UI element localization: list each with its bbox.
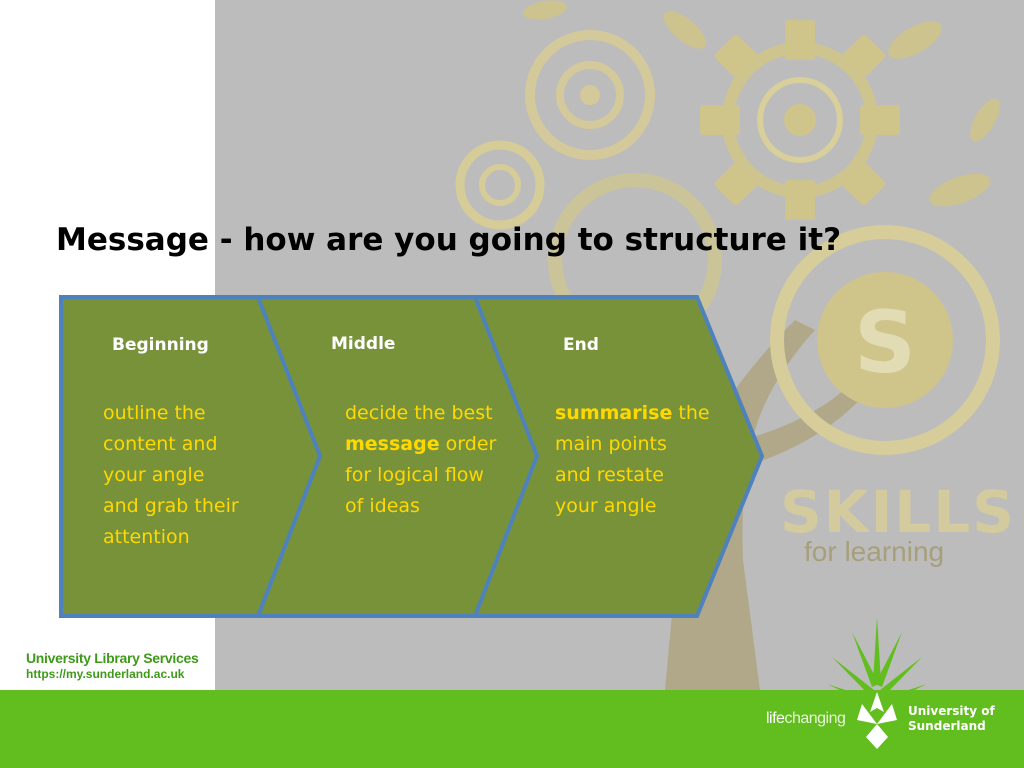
body-line: main points <box>555 433 667 455</box>
stage-heading-beginning: Beginning <box>112 335 209 355</box>
emphasis-word: summarise <box>555 402 673 424</box>
slide-title: Message - how are you going to structure… <box>56 222 842 258</box>
body-line: your angle <box>103 464 205 486</box>
body-line: decide the best <box>345 402 493 424</box>
university-name: University of Sunderland <box>908 704 995 734</box>
body-line: summarise the <box>555 398 710 429</box>
tagline-changing: changing <box>784 710 846 727</box>
body-line: outline the <box>103 402 206 424</box>
skills-heading: SKILLS <box>780 478 1016 546</box>
body-line: and grab their <box>103 495 239 517</box>
s-badge-letter: S <box>854 293 916 393</box>
body-line: and restate <box>555 464 664 486</box>
body-line: for logical flow <box>345 464 484 486</box>
university-logo-icon <box>827 617 927 749</box>
emphasis-word: message <box>345 433 440 455</box>
tagline-life: life <box>766 710 785 727</box>
lifechanging-tagline: lifechanging <box>766 710 846 728</box>
university-name-line: University of <box>908 704 995 718</box>
stage-body-beginning: outline the content and your angle and g… <box>103 398 239 553</box>
body-line: attention <box>103 526 190 548</box>
footer-bar <box>0 690 1024 768</box>
body-line-rest: the <box>678 402 710 424</box>
library-url[interactable]: https://my.sunderland.ac.uk <box>26 667 185 681</box>
stage-heading-end: End <box>563 335 599 355</box>
skills-subtitle: for learning <box>804 536 945 567</box>
library-name: University Library Services <box>26 650 199 666</box>
chevron-beginning <box>59 295 323 618</box>
body-line: message order <box>345 429 496 460</box>
body-line-rest: order <box>445 433 497 455</box>
stage-body-end: summarise the main points and restate yo… <box>555 398 710 522</box>
body-line: your angle <box>555 495 657 517</box>
body-line: content and <box>103 433 218 455</box>
stage-heading-middle: Middle <box>331 334 396 354</box>
body-line: of ideas <box>345 495 420 517</box>
university-name-line: Sunderland <box>908 719 986 733</box>
stage-body-middle: decide the best message order for logica… <box>345 398 496 522</box>
